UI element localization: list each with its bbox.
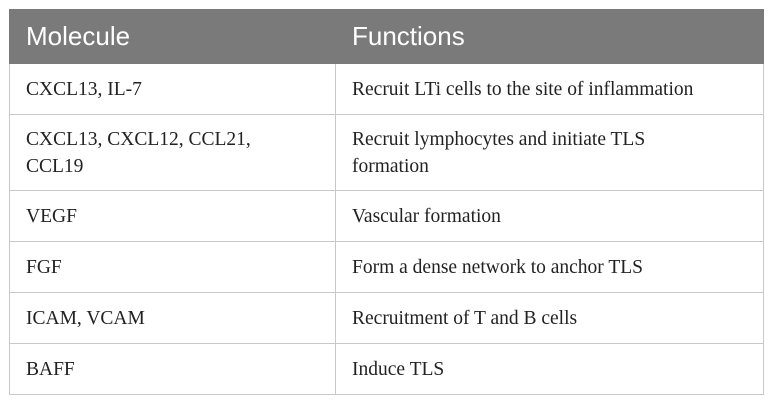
molecule-functions-table-wrapper: Molecule Functions CXCL13, IL-7 Recruit …	[9, 9, 764, 395]
table-row: VEGF Vascular formation	[9, 190, 764, 242]
header-row: Molecule Functions	[9, 9, 764, 64]
table-header: Molecule Functions	[9, 9, 764, 64]
molecule-cell: VEGF	[9, 190, 336, 242]
column-header-functions: Functions	[335, 9, 764, 64]
table-row: FGF Form a dense network to anchor TLS	[9, 241, 764, 293]
function-cell: Form a dense network to anchor TLS	[335, 241, 764, 293]
table-row: BAFF Induce TLS	[9, 343, 764, 395]
table-body: CXCL13, IL-7 Recruit LTi cells to the si…	[9, 63, 764, 395]
molecule-cell: FGF	[9, 241, 336, 293]
table-row: CXCL13, CXCL12, CCL21,CCL19 Recruit lymp…	[9, 114, 764, 191]
function-cell: Induce TLS	[335, 343, 764, 395]
function-cell: Recruitment of T and B cells	[335, 292, 764, 344]
molecule-cell: ICAM, VCAM	[9, 292, 336, 344]
molecule-cell: CXCL13, CXCL12, CCL21,CCL19	[9, 114, 336, 191]
molecule-cell: CXCL13, IL-7	[9, 63, 336, 115]
function-cell: Recruit LTi cells to the site of inflamm…	[335, 63, 764, 115]
table-row: CXCL13, IL-7 Recruit LTi cells to the si…	[9, 63, 764, 115]
molecule-cell: BAFF	[9, 343, 336, 395]
column-header-molecule: Molecule	[9, 9, 336, 64]
molecule-functions-table: Molecule Functions CXCL13, IL-7 Recruit …	[9, 9, 764, 395]
function-cell: Vascular formation	[335, 190, 764, 242]
table-row: ICAM, VCAM Recruitment of T and B cells	[9, 292, 764, 344]
